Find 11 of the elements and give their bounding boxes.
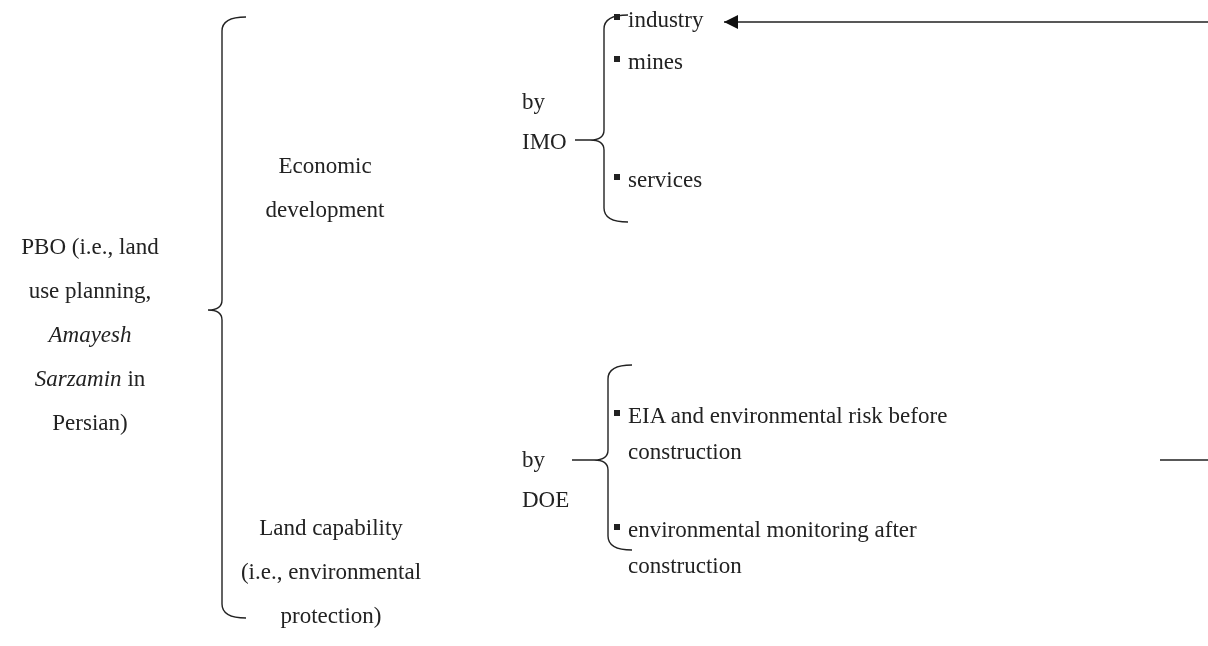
list-item: EIA and environmental risk before construction <box>628 402 949 466</box>
arrow <box>723 15 1208 461</box>
list-item: industry <box>628 6 705 34</box>
category-label: Land capability (i.e., environmental protection) <box>239 514 423 630</box>
category-label: Economic development <box>264 152 386 224</box>
list-item: environmental monitoring after construction <box>628 516 918 580</box>
list-item: mines <box>628 48 684 76</box>
list-item: services <box>628 166 704 194</box>
agency-label: by IMO <box>522 88 568 156</box>
agency-label: by DOE <box>522 446 571 514</box>
term-label: PBO (i.e., land use planning, Amayesh Sarzamin in Persian) <box>20 233 160 437</box>
